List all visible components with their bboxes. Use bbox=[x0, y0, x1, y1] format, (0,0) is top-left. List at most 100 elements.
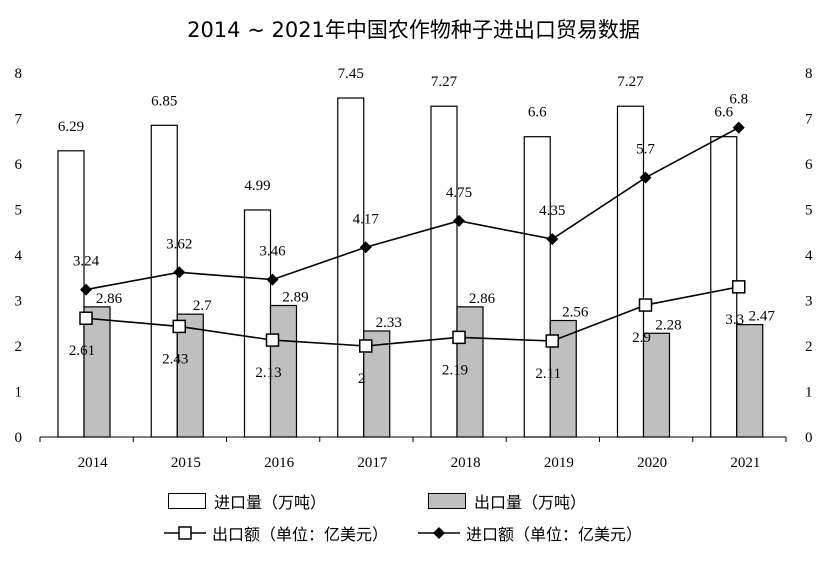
legend-label-export-value: 出口额（单位：亿美元） bbox=[212, 525, 389, 544]
marker-import-value-2017 bbox=[359, 241, 372, 254]
x-tick-2019: 2019 bbox=[544, 455, 574, 471]
label-export-value-2021: 3.3 bbox=[725, 312, 744, 328]
label-import-volume-2017: 7.45 bbox=[338, 66, 364, 82]
bar-import-volume-2020 bbox=[616, 105, 645, 438]
label-import-value-2018: 4.75 bbox=[446, 185, 472, 201]
y-tick-right-0: 0 bbox=[805, 430, 813, 446]
data-labels: 6.292.866.852.74.992.897.452.337.272.866… bbox=[58, 66, 776, 387]
label-import-value-2016: 3.46 bbox=[259, 244, 286, 260]
y-tick-right-3: 3 bbox=[805, 294, 813, 310]
label-export-volume-2018: 2.86 bbox=[469, 291, 496, 307]
y-tick-right-4: 4 bbox=[805, 248, 813, 264]
marker-import-value-2016 bbox=[266, 273, 279, 286]
y-tick-left-4: 4 bbox=[15, 248, 23, 264]
label-import-value-2014: 3.24 bbox=[73, 254, 100, 270]
x-tick-2015: 2015 bbox=[171, 455, 201, 471]
label-export-value-2018: 2.19 bbox=[442, 362, 468, 378]
bar-import-volume-2015 bbox=[150, 124, 178, 438]
y-tick-left-0: 0 bbox=[15, 430, 23, 446]
label-import-value-2021: 6.8 bbox=[729, 92, 748, 108]
y-tick-right-2: 2 bbox=[805, 339, 813, 355]
legend-swatch-import-volume bbox=[168, 493, 206, 509]
y-tick-right-8: 8 bbox=[805, 66, 813, 82]
label-import-value-2019: 4.35 bbox=[539, 203, 565, 219]
marker-export-value-2019 bbox=[545, 334, 559, 348]
label-export-value-2016: 2.13 bbox=[255, 365, 281, 381]
label-import-volume-2021: 6.6 bbox=[714, 105, 733, 121]
x-tick-2017: 2017 bbox=[357, 455, 388, 471]
legend-label-import-volume: 进口量（万吨） bbox=[214, 493, 327, 512]
line-import-value bbox=[85, 126, 740, 291]
marker-export-value-2017 bbox=[359, 339, 373, 353]
bar-import-volume-2017 bbox=[337, 97, 365, 438]
y-tick-left-8: 8 bbox=[15, 66, 23, 82]
legend-item-import-value: 进口额（单位：亿美元） bbox=[418, 521, 642, 545]
marker-export-value-2014 bbox=[79, 311, 93, 325]
marker-import-value-2020 bbox=[639, 171, 652, 184]
bar-import-volume-2019 bbox=[523, 136, 551, 438]
label-import-value-2015: 3.62 bbox=[166, 236, 192, 252]
label-export-volume-2017: 2.33 bbox=[376, 315, 402, 331]
legend-item-export-value: 出口额（单位：亿美元） bbox=[164, 521, 388, 545]
marker-import-value-2018 bbox=[453, 214, 465, 227]
legend-label-import-value: 进口额（单位：亿美元） bbox=[466, 525, 643, 544]
legend-item-export-volume: 出口量（万吨） bbox=[428, 489, 586, 513]
label-export-value-2020: 2.9 bbox=[632, 330, 651, 346]
bar-export-volume-2020 bbox=[642, 332, 671, 438]
y-tick-right-5: 5 bbox=[805, 203, 813, 219]
marker-import-value-2021 bbox=[732, 121, 745, 134]
label-import-volume-2015: 6.85 bbox=[151, 93, 177, 109]
marker-import-value-2014 bbox=[80, 283, 92, 296]
label-import-volume-2016: 4.99 bbox=[244, 178, 270, 194]
legend-swatch-export-volume bbox=[428, 493, 466, 509]
y-tick-left-7: 7 bbox=[15, 112, 23, 128]
label-export-volume-2019: 2.56 bbox=[562, 305, 589, 321]
y-tick-left-5: 5 bbox=[15, 203, 23, 219]
lines bbox=[79, 121, 746, 353]
marker-export-value-2016 bbox=[265, 333, 280, 347]
y-tick-right-1: 1 bbox=[805, 385, 813, 401]
marker-export-value-2021 bbox=[732, 280, 746, 294]
x-tick-2021: 2021 bbox=[730, 455, 760, 471]
label-export-volume-2014: 2.86 bbox=[96, 291, 123, 307]
bar-export-volume-2021 bbox=[736, 324, 764, 438]
label-import-value-2017: 4.17 bbox=[353, 211, 380, 227]
label-export-value-2015: 2.43 bbox=[162, 351, 188, 367]
marker-import-value-2019 bbox=[546, 233, 559, 246]
bar-export-volume-2015 bbox=[176, 313, 204, 438]
legend-label-export-volume: 出口量（万吨） bbox=[474, 493, 587, 512]
y-tick-left-1: 1 bbox=[15, 385, 23, 401]
bar-export-volume-2016 bbox=[269, 304, 298, 438]
chart-title: 2014 ~ 2021年中国农作物种子进出口贸易数据 bbox=[187, 18, 640, 42]
y-tick-right-6: 6 bbox=[805, 157, 813, 173]
legend-marker-import-value bbox=[418, 527, 460, 539]
bar-export-volume-2018 bbox=[456, 306, 484, 438]
x-tick-2020: 2020 bbox=[637, 455, 667, 471]
label-import-volume-2014: 6.29 bbox=[58, 119, 84, 135]
label-export-value-2019: 2.11 bbox=[535, 366, 561, 382]
bar-import-volume-2018 bbox=[430, 105, 458, 438]
label-export-volume-2015: 2.7 bbox=[193, 298, 212, 314]
bar-import-volume-2016 bbox=[243, 209, 272, 438]
y-tick-left-6: 6 bbox=[15, 157, 23, 173]
marker-export-value-2018 bbox=[452, 330, 466, 345]
y-tick-right-7: 7 bbox=[805, 112, 813, 128]
line-export-value bbox=[85, 286, 739, 347]
legend-marker-export-value bbox=[164, 526, 206, 540]
label-export-volume-2021: 2.47 bbox=[749, 309, 776, 325]
x-tick-2014: 2014 bbox=[78, 455, 109, 471]
y-tick-left-2: 2 bbox=[15, 339, 23, 355]
bar-import-volume-2014 bbox=[57, 150, 85, 438]
marker-export-value-2020 bbox=[638, 298, 653, 312]
marker-export-value-2015 bbox=[172, 319, 186, 334]
label-export-value-2014: 2.61 bbox=[69, 343, 95, 359]
bars bbox=[57, 97, 764, 438]
label-import-volume-2019: 6.6 bbox=[528, 105, 547, 121]
label-import-volume-2020: 7.27 bbox=[617, 74, 644, 90]
label-import-volume-2018: 7.27 bbox=[431, 74, 458, 90]
label-import-value-2020: 5.7 bbox=[636, 142, 655, 158]
bar-export-volume-2014 bbox=[83, 306, 111, 438]
x-tick-2016: 2016 bbox=[264, 455, 295, 471]
